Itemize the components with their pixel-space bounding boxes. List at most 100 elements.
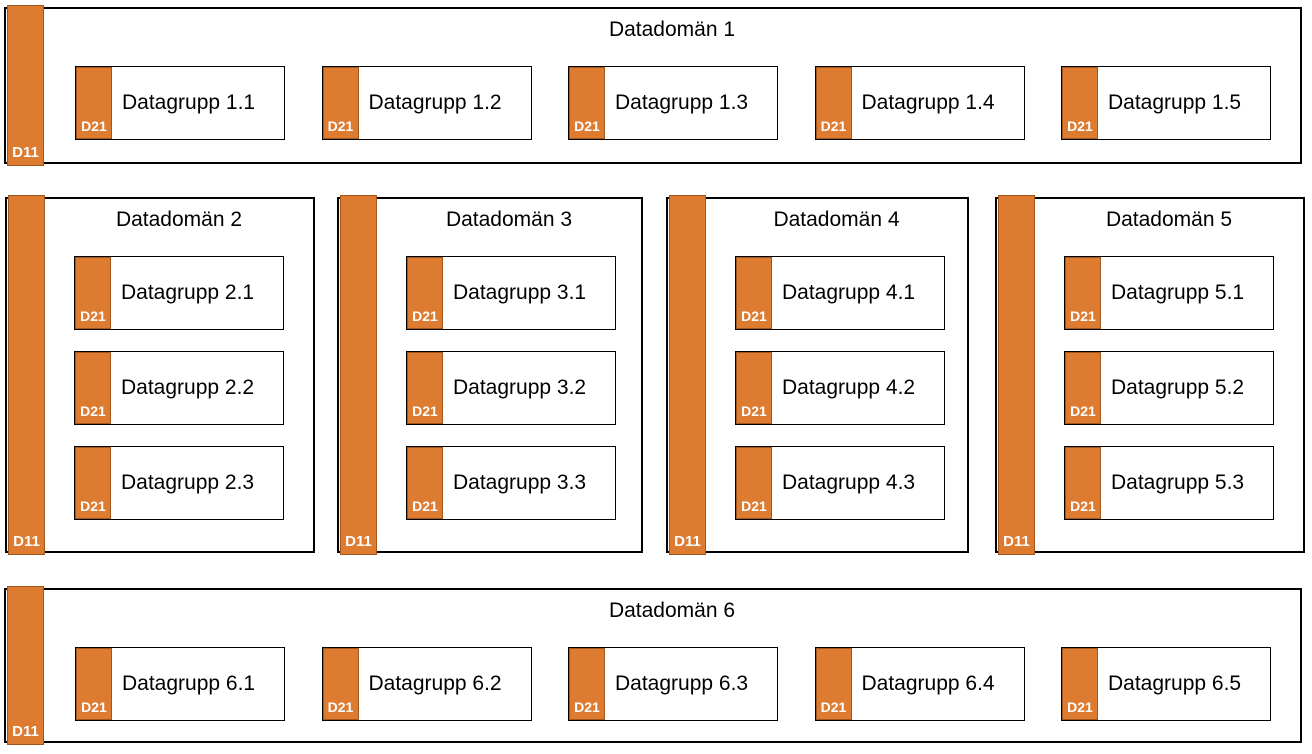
datagroup-tab: D21 xyxy=(76,67,112,139)
group-label: Datagrupp 2.2 xyxy=(121,376,255,399)
datagroup-tab: D21 xyxy=(75,352,111,424)
domain-badge: D11 xyxy=(674,533,701,550)
group-label: Datagrupp 2.1 xyxy=(121,281,255,304)
domain-container-2: D11 Datadomän 2 D21 Datagrupp 2.1 D21 Da… xyxy=(5,195,315,555)
domain-badge: D11 xyxy=(12,723,39,740)
domain-container-6: D11 Datadomän 6 D21 Datagrupp 6.1 D21 Da… xyxy=(4,586,1302,745)
domain-container-3: D11 Datadomän 3 D21 Datagrupp 3.1 D21 Da… xyxy=(337,195,643,555)
group-badge: D21 xyxy=(1070,308,1096,324)
datagroup-box: D21 Datagrupp 6.1 xyxy=(75,647,285,721)
datagroup-tab: D21 xyxy=(1065,257,1101,329)
domain-sidebar-bar: D11 xyxy=(7,586,44,745)
group-label: Datagrupp 1.3 xyxy=(615,91,749,114)
group-label: Datagrupp 6.4 xyxy=(861,672,995,695)
group-label: Datagrupp 6.5 xyxy=(1108,672,1242,695)
domain-title: Datadomän 5 xyxy=(1105,208,1233,231)
group-badge: D21 xyxy=(412,498,438,514)
domain-container-1: D11 Datadomän 1 D21 Datagrupp 1.1 D21 Da… xyxy=(4,5,1302,166)
groups-column: D21 Datagrupp 3.1 D21 Datagrupp 3.2 D21 … xyxy=(406,256,616,520)
datagroup-box: D21 Datagrupp 6.2 xyxy=(321,647,532,721)
domain-title: Datadomän 4 xyxy=(773,208,900,231)
domain-sidebar-bar: D11 xyxy=(669,195,706,555)
group-label: Datagrupp 4.1 xyxy=(782,281,916,304)
group-badge: D21 xyxy=(1067,699,1093,715)
datagroup-box: D21 Datagrupp 5.1 xyxy=(1064,256,1274,330)
datagroup-box: D21 Datagrupp 1.5 xyxy=(1061,66,1271,140)
domain-title: Datadomän 2 xyxy=(115,208,243,231)
group-badge: D21 xyxy=(741,308,767,324)
datagroup-tab: D21 xyxy=(569,67,605,139)
domain-sidebar-bar: D11 xyxy=(998,195,1035,555)
datagroup-box: D21 Datagrupp 2.2 xyxy=(74,351,284,425)
datagroup-box: D21 Datagrupp 3.2 xyxy=(406,351,616,425)
group-badge: D21 xyxy=(412,403,438,419)
group-label: Datagrupp 1.1 xyxy=(122,91,256,114)
domain-sidebar-bar: D11 xyxy=(340,195,377,555)
datagroup-tab: D21 xyxy=(75,257,111,329)
group-badge: D21 xyxy=(1070,498,1096,514)
datagroup-box: D21 Datagrupp 1.2 xyxy=(321,66,532,140)
datagroup-tab: D21 xyxy=(736,257,772,329)
datagroup-tab: D21 xyxy=(736,352,772,424)
datagroup-tab: D21 xyxy=(736,447,772,519)
datagroup-tab: D21 xyxy=(322,648,359,720)
groups-row: D21 Datagrupp 1.1 D21 Datagrupp 1.2 D21 … xyxy=(75,66,1271,140)
groups-column: D21 Datagrupp 4.1 D21 Datagrupp 4.2 D21 … xyxy=(735,256,945,520)
domain-badge: D11 xyxy=(12,144,39,161)
domain-badge: D11 xyxy=(345,533,372,550)
group-badge: D21 xyxy=(80,498,106,514)
domain-sidebar-bar: D11 xyxy=(7,5,44,166)
domain-title: Datadomän 6 xyxy=(608,599,736,622)
datagroup-tab: D21 xyxy=(407,352,443,424)
datagroup-box: D21 Datagrupp 6.5 xyxy=(1061,647,1271,721)
domain-sidebar-bar: D11 xyxy=(8,195,45,555)
datagroup-box: D21 Datagrupp 5.3 xyxy=(1064,446,1274,520)
datagroup-tab: D21 xyxy=(1062,67,1098,139)
datagroup-box: D21 Datagrupp 3.1 xyxy=(406,256,616,330)
group-label: Datagrupp 3.3 xyxy=(453,471,587,494)
group-label: Datagrupp 3.2 xyxy=(453,376,587,399)
groups-column: D21 Datagrupp 5.1 D21 Datagrupp 5.2 D21 … xyxy=(1064,256,1274,520)
groups-column: D21 Datagrupp 2.1 D21 Datagrupp 2.2 D21 … xyxy=(74,256,284,520)
group-badge: D21 xyxy=(574,118,600,134)
domain-badge: D11 xyxy=(13,533,40,550)
group-label: Datagrupp 2.3 xyxy=(121,471,255,494)
datagroup-box: D21 Datagrupp 5.2 xyxy=(1064,351,1274,425)
group-badge: D21 xyxy=(81,699,107,715)
domain-title: Datadomän 3 xyxy=(445,208,573,231)
group-badge: D21 xyxy=(81,118,107,134)
groups-row: D21 Datagrupp 6.1 D21 Datagrupp 6.2 D21 … xyxy=(75,647,1271,721)
group-label: Datagrupp 5.3 xyxy=(1111,471,1245,494)
group-badge: D21 xyxy=(327,118,354,134)
group-label: Datagrupp 1.4 xyxy=(861,91,995,114)
datagroup-box: D21 Datagrupp 1.4 xyxy=(814,66,1025,140)
datagroup-tab: D21 xyxy=(815,648,852,720)
domain-badge: D11 xyxy=(1003,533,1030,550)
datagroup-tab: D21 xyxy=(815,67,852,139)
datagroup-box: D21 Datagrupp 6.4 xyxy=(814,647,1025,721)
datagroup-box: D21 Datagrupp 1.1 xyxy=(75,66,285,140)
group-label: Datagrupp 5.1 xyxy=(1111,281,1245,304)
domain-title: Datadomän 1 xyxy=(608,18,736,41)
group-badge: D21 xyxy=(741,498,767,514)
group-label: Datagrupp 1.2 xyxy=(368,91,502,114)
group-badge: D21 xyxy=(80,403,106,419)
domain-container-5: D11 Datadomän 5 D21 Datagrupp 5.1 D21 Da… xyxy=(995,195,1305,555)
datagroup-tab: D21 xyxy=(1065,352,1101,424)
group-label: Datagrupp 1.5 xyxy=(1108,91,1242,114)
datagroup-tab: D21 xyxy=(407,447,443,519)
datagroup-box: D21 Datagrupp 3.3 xyxy=(406,446,616,520)
datagroup-tab: D21 xyxy=(75,447,111,519)
datagroup-tab: D21 xyxy=(569,648,605,720)
datagroup-box: D21 Datagrupp 4.2 xyxy=(735,351,945,425)
datagroup-box: D21 Datagrupp 1.3 xyxy=(568,66,778,140)
datagroup-box: D21 Datagrupp 4.1 xyxy=(735,256,945,330)
group-badge: D21 xyxy=(1067,118,1093,134)
datagroup-box: D21 Datagrupp 6.3 xyxy=(568,647,778,721)
datagroup-box: D21 Datagrupp 2.1 xyxy=(74,256,284,330)
group-badge: D21 xyxy=(820,699,847,715)
group-badge: D21 xyxy=(574,699,600,715)
datagroup-tab: D21 xyxy=(407,257,443,329)
domain-container-4: D11 Datadomän 4 D21 Datagrupp 4.1 D21 Da… xyxy=(666,195,969,555)
group-label: Datagrupp 4.2 xyxy=(782,376,916,399)
